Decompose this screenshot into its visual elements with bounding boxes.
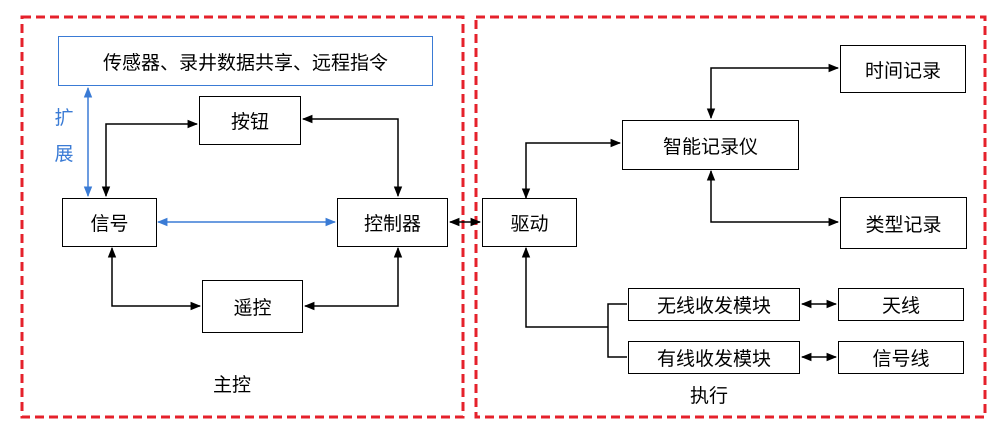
edge-button-controller: [301, 114, 403, 198]
node-signal: 信号: [62, 198, 157, 247]
node-remote: 遥控: [202, 280, 303, 333]
node-wired-module: 有线收发模块: [628, 341, 800, 374]
execute-group-frame: [474, 15, 987, 419]
node-wireless-module: 无线收发模块: [628, 288, 800, 321]
node-button: 按钮: [199, 96, 301, 145]
node-drive: 驱动: [482, 198, 577, 247]
node-time-record: 时间记录: [840, 45, 966, 93]
extension-label-char-1: 扩: [54, 107, 74, 129]
edge-signal-remote: [107, 246, 202, 311]
main-control-group-label: 主控: [213, 374, 252, 396]
edge-drive-smart-recorder: [521, 138, 622, 200]
node-sensors: 传感器、录井数据共享、远程指令: [58, 36, 433, 86]
edge-recorder-type: [706, 169, 840, 227]
node-controller: 控制器: [337, 198, 448, 247]
extension-label-char-2: 展: [54, 143, 74, 166]
node-antenna: 天线: [838, 288, 964, 321]
edge-signal-button: [101, 119, 199, 198]
node-signal-wire: 信号线: [838, 341, 964, 374]
edge-drive-modules: [521, 246, 608, 328]
extension-label: 扩 展: [53, 100, 75, 172]
edge-controller-remote: [303, 246, 403, 311]
edge-recorder-time: [706, 63, 840, 120]
execute-group-label: 执行: [690, 385, 729, 407]
node-type-record: 类型记录: [840, 197, 967, 249]
node-smart-recorder: 智能记录仪: [622, 120, 799, 170]
bracket-modules: [607, 303, 627, 358]
